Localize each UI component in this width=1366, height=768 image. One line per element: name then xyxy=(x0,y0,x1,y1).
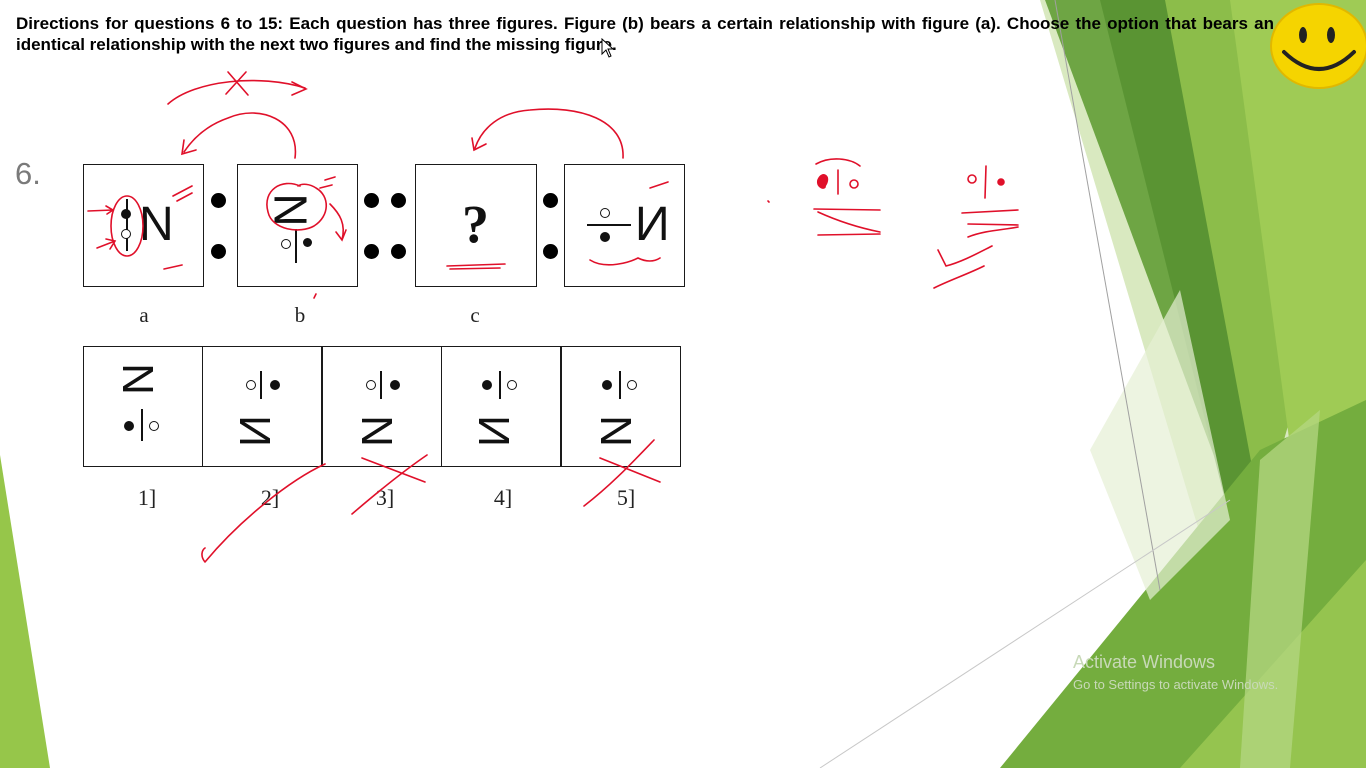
question-mark: ? xyxy=(462,194,489,254)
answer-option-2[interactable]: N xyxy=(202,346,322,467)
ratio-dot xyxy=(364,193,379,208)
ratio-dot xyxy=(543,244,558,259)
activate-windows-watermark: Activate Windows Go to Settings to activ… xyxy=(1073,652,1278,692)
caption-a: a xyxy=(139,303,149,327)
option-caption-2: 2] xyxy=(260,485,280,510)
option-caption-5: 5] xyxy=(616,485,636,510)
ratio-dot xyxy=(211,244,226,259)
watermark-title: Activate Windows xyxy=(1073,652,1216,672)
answer-option-4[interactable]: N xyxy=(441,346,561,467)
ratio-dot xyxy=(391,244,406,259)
caption-b: b xyxy=(294,303,306,327)
ratio-dot xyxy=(211,193,226,208)
answer-option-5[interactable]: N xyxy=(561,346,681,467)
caption-c: c xyxy=(470,303,480,327)
problem-figure-a: N xyxy=(83,164,204,287)
answer-option-1[interactable]: N xyxy=(83,346,203,467)
answer-option-3[interactable]: N xyxy=(322,346,442,467)
mouse-pointer-icon xyxy=(601,38,615,58)
ratio-dot xyxy=(391,193,406,208)
option-caption-4: 4] xyxy=(493,485,513,510)
directions-text: Directions for questions 6 to 15: Each q… xyxy=(16,14,1274,54)
option-caption-1: 1] xyxy=(137,485,157,510)
ratio-dot xyxy=(543,193,558,208)
smiley-face-icon xyxy=(1270,3,1366,89)
problem-figure-b: N xyxy=(237,164,358,287)
problem-figure-c: ? xyxy=(415,164,537,287)
problem-figure-d: N xyxy=(564,164,685,287)
watermark-subtitle: Go to Settings to activate Windows. xyxy=(1073,677,1279,692)
question-number: 6. xyxy=(15,156,41,191)
option-caption-3: 3] xyxy=(375,485,395,510)
ratio-dot xyxy=(364,244,379,259)
